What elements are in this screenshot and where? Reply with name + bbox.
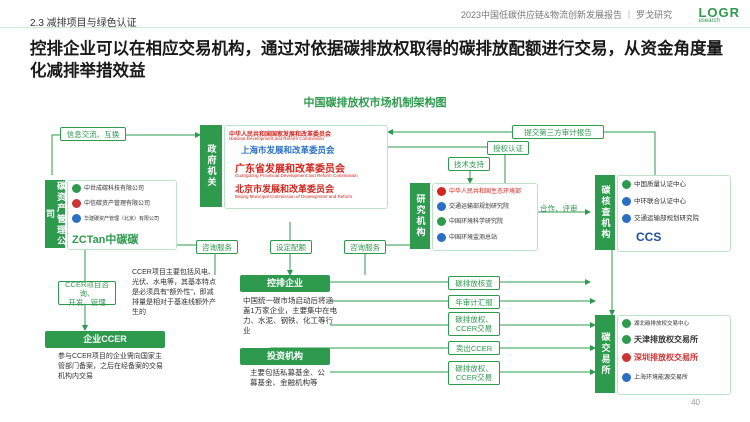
- label-info-exchange: 信息交流、互换: [60, 127, 126, 141]
- asset-orgs-card: 中世成碳科技有限公司 中信碳资产管理有限公司 华建碳资产管理（北京）有限公司 Z…: [67, 180, 177, 250]
- research-org-3: 中国环境监测总站: [437, 233, 497, 242]
- investor-box: 投资机构: [240, 348, 330, 365]
- verify-org-0: 中国质量认证中心: [622, 180, 686, 189]
- research-org-0: 中华人民共和国生态环境部: [437, 187, 521, 196]
- asset-mgmt-box: 碳资产管理公司: [45, 180, 66, 248]
- label-emission-check: 碳排放核查: [448, 276, 500, 290]
- verify-org-2: 交通运输部规划研究院: [622, 214, 699, 223]
- verify-org-1: 中环联合认证中心: [622, 197, 686, 206]
- research-org-2: 中国环境科学研究院: [437, 217, 503, 226]
- gov-org-1: 上海市发展和改革委员会: [241, 145, 335, 155]
- label-sell-ccer: 卖出CCER: [448, 341, 500, 355]
- control-company-box: 控排企业: [240, 275, 330, 292]
- label-buy-quota: 碳排放权、 CCER交易: [448, 361, 500, 385]
- research-box: 研究机构: [410, 183, 430, 249]
- label-consult-service-2: 咨询服务: [344, 240, 386, 254]
- exchange-org-3: 上海环境能源交易所: [622, 373, 688, 382]
- logo-sub: esearch: [698, 18, 720, 24]
- exchange-orgs-card: 湖北碳排放权交易中心 天津排放权交易所 深圳排放权交易所 上海环境能源交易所: [617, 315, 731, 395]
- label-ccer-consult: CCER项目咨询、 开发、管理: [58, 280, 116, 307]
- research-orgs-card: 中华人民共和国生态环境部 交通运输部规划研究院 中国环境科学研究院 中国环境监测…: [432, 183, 538, 251]
- asset-org-1: 中信碳资产管理有限公司: [72, 199, 150, 208]
- label-third-party: 提交第三方审计报告: [512, 125, 604, 139]
- verify-orgs-card: 中国质量认证中心 中环联合认证中心 交通运输部规划研究院 CCS: [617, 175, 731, 252]
- gov-org-2-en: Guangdong Provincial Development and Ref…: [235, 173, 358, 178]
- control-desc: 中国统一碳市场启动后将涵盖1万家企业，主要集中在电力、水泥、钢铁、化工等行业: [243, 296, 338, 335]
- label-set-quota: 设定配额: [270, 240, 312, 254]
- asset-org-3: ZCTan中碳碳: [72, 234, 139, 246]
- verify-org-3: CCS: [636, 230, 662, 244]
- gov-orgs-card: 中华人民共和国国家发展和改革委员会 National Development a…: [224, 125, 388, 209]
- investor-desc: 主要包括私募基金、公募基金、金融机构等: [250, 368, 325, 387]
- gov-org-0-en: National Development and Reform Commissi…: [229, 136, 325, 141]
- asset-org-0: 中世成碳科技有限公司: [72, 184, 144, 193]
- ccer-desc: CCER项目主要包括风电、光伏、水电等，其基本特点是必须具有“额外性”，即减排量…: [132, 269, 216, 316]
- section-heading: 2.3 减排项目与绿色认证: [30, 18, 137, 29]
- gov-org-3-en: Beijing Municipal Commission of Developm…: [235, 194, 353, 199]
- label-annual-plan: 年审计汇报: [448, 295, 500, 309]
- gov-org-2: 广东省发展和改革委员会: [235, 164, 345, 175]
- ccer-company-box: 企业CCER: [45, 331, 165, 348]
- asset-org-2: 华建碳资产管理（北京）有限公司: [72, 214, 159, 223]
- gov-box: 政府机关: [200, 125, 222, 207]
- gov-org-3: 北京市发展和改革委员会: [235, 184, 335, 194]
- label-tech-support: 技术支持: [448, 157, 490, 171]
- verify-box: 碳核查机构: [595, 175, 615, 250]
- label-sell-quota: 碳排放权、 CCER交易: [448, 312, 500, 336]
- exchange-box: 碳交易所: [595, 315, 615, 393]
- header-divider: [0, 27, 750, 28]
- logo-text: LOGR: [698, 5, 740, 20]
- diagram-title: 中国碳排放权市场机制架构图: [303, 97, 447, 109]
- headline: 控排企业可以在相应交易机构，通过对依据碳排放权取得的碳排放配额进行交易，从资金角…: [30, 40, 723, 80]
- label-cooperate: 合作、评审: [540, 204, 578, 213]
- label-authorize: 授权认证: [487, 141, 529, 155]
- ccer-bottom-desc: 参与CCER项目的企业需向国家主管部门备案，之后在经备案的交易机构内交易: [58, 353, 163, 380]
- exchange-org-1: 天津排放权交易所: [622, 335, 698, 344]
- exchange-org-2: 深圳排放权交易所: [622, 353, 698, 362]
- label-consult-service: 咨询服务: [196, 240, 238, 254]
- page-number: 40: [691, 398, 700, 407]
- gov-org-0: 中华人民共和国国家发展和改革委员会: [229, 132, 332, 138]
- exchange-org-0: 湖北碳排放权交易中心: [622, 319, 689, 328]
- report-title: 2023中国低碳供应链&物流创新发展报告 ｜ 罗戈研究: [460, 10, 672, 20]
- research-org-1: 交通运输部规划研究院: [437, 202, 509, 211]
